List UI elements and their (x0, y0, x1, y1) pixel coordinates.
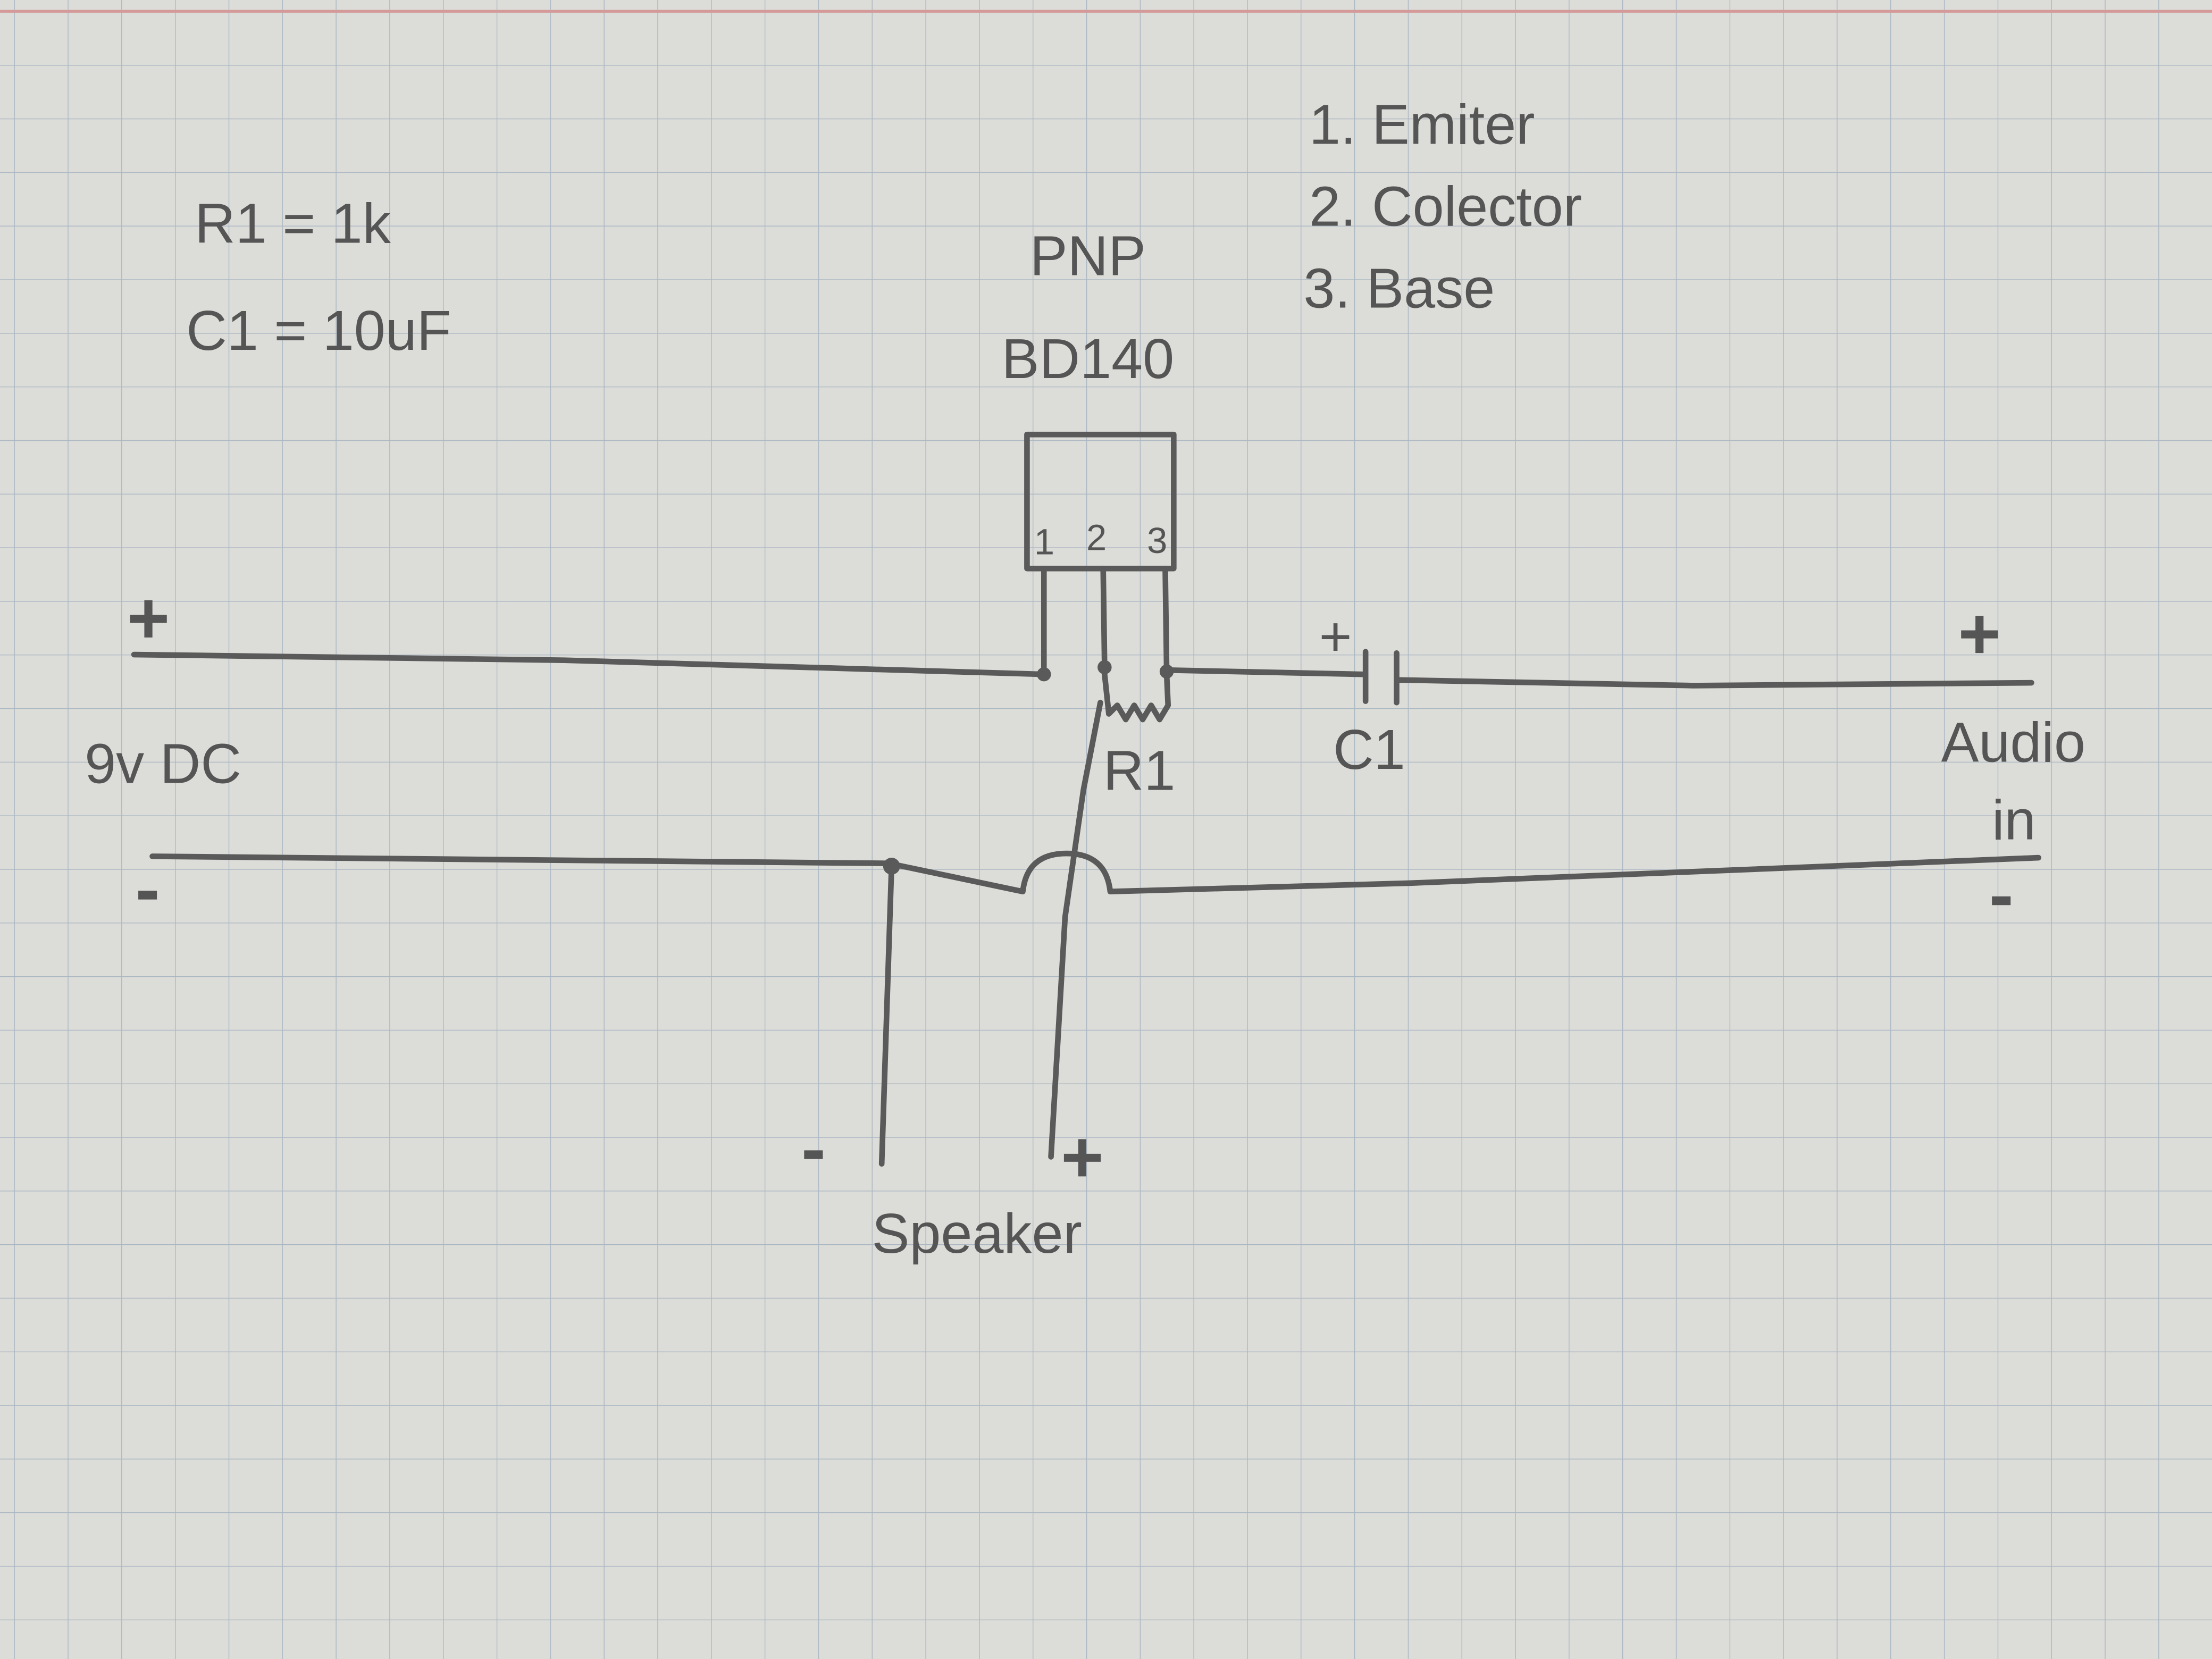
pin-number-1: 1 (1034, 522, 1054, 563)
capacitor-label: C1 (1333, 718, 1405, 781)
audio-minus-sign: - (1989, 854, 2014, 936)
pin-number-3: 3 (1147, 520, 1167, 561)
resistor-r1 (1102, 671, 1171, 723)
speaker-minus-sign: - (801, 1108, 826, 1189)
speaker-plus-sign: + (1061, 1116, 1104, 1198)
pin-legend-1: 1. Emiter (1309, 94, 1535, 156)
resistor-label: R1 (1103, 740, 1176, 802)
audio-positive-wire (1396, 677, 2034, 689)
audio-plus-sign: + (1958, 593, 2001, 675)
supply-voltage-label: 9v DC (85, 732, 241, 795)
transistor-type: PNP (1030, 224, 1146, 287)
base-leg (1162, 565, 1170, 675)
pin-legend-2: 2. Colector (1309, 175, 1582, 238)
positive-supply-wire (131, 651, 1047, 677)
capacitor-c1 (1362, 649, 1400, 706)
negative-supply-wire (149, 850, 2041, 895)
audio-label: Audio (1941, 711, 2085, 774)
emitter-junction-dot (1037, 667, 1051, 682)
collector-junction-dot (1097, 660, 1112, 675)
capacitor-polarity-plus: + (1319, 606, 1352, 668)
transistor-bd140: 1 2 3 (1024, 431, 1177, 677)
base-wire (1163, 667, 1366, 677)
supply-minus-sign: - (136, 848, 160, 930)
speaker-negative-wire (878, 863, 895, 1167)
speaker-label: Speaker (872, 1202, 1082, 1265)
collector-leg (1100, 565, 1108, 671)
pin-legend-3: 3. Base (1303, 257, 1495, 320)
c1-value-note: C1 = 10uF (186, 299, 451, 362)
supply-plus-sign: + (127, 577, 170, 659)
audio-label-in: in (1992, 789, 2036, 852)
pin-number-2: 2 (1086, 517, 1107, 558)
speaker-positive-wire (1048, 699, 1103, 1160)
transistor-model: BD140 (1002, 328, 1174, 390)
r1-value-note: R1 = 1k (195, 192, 391, 255)
